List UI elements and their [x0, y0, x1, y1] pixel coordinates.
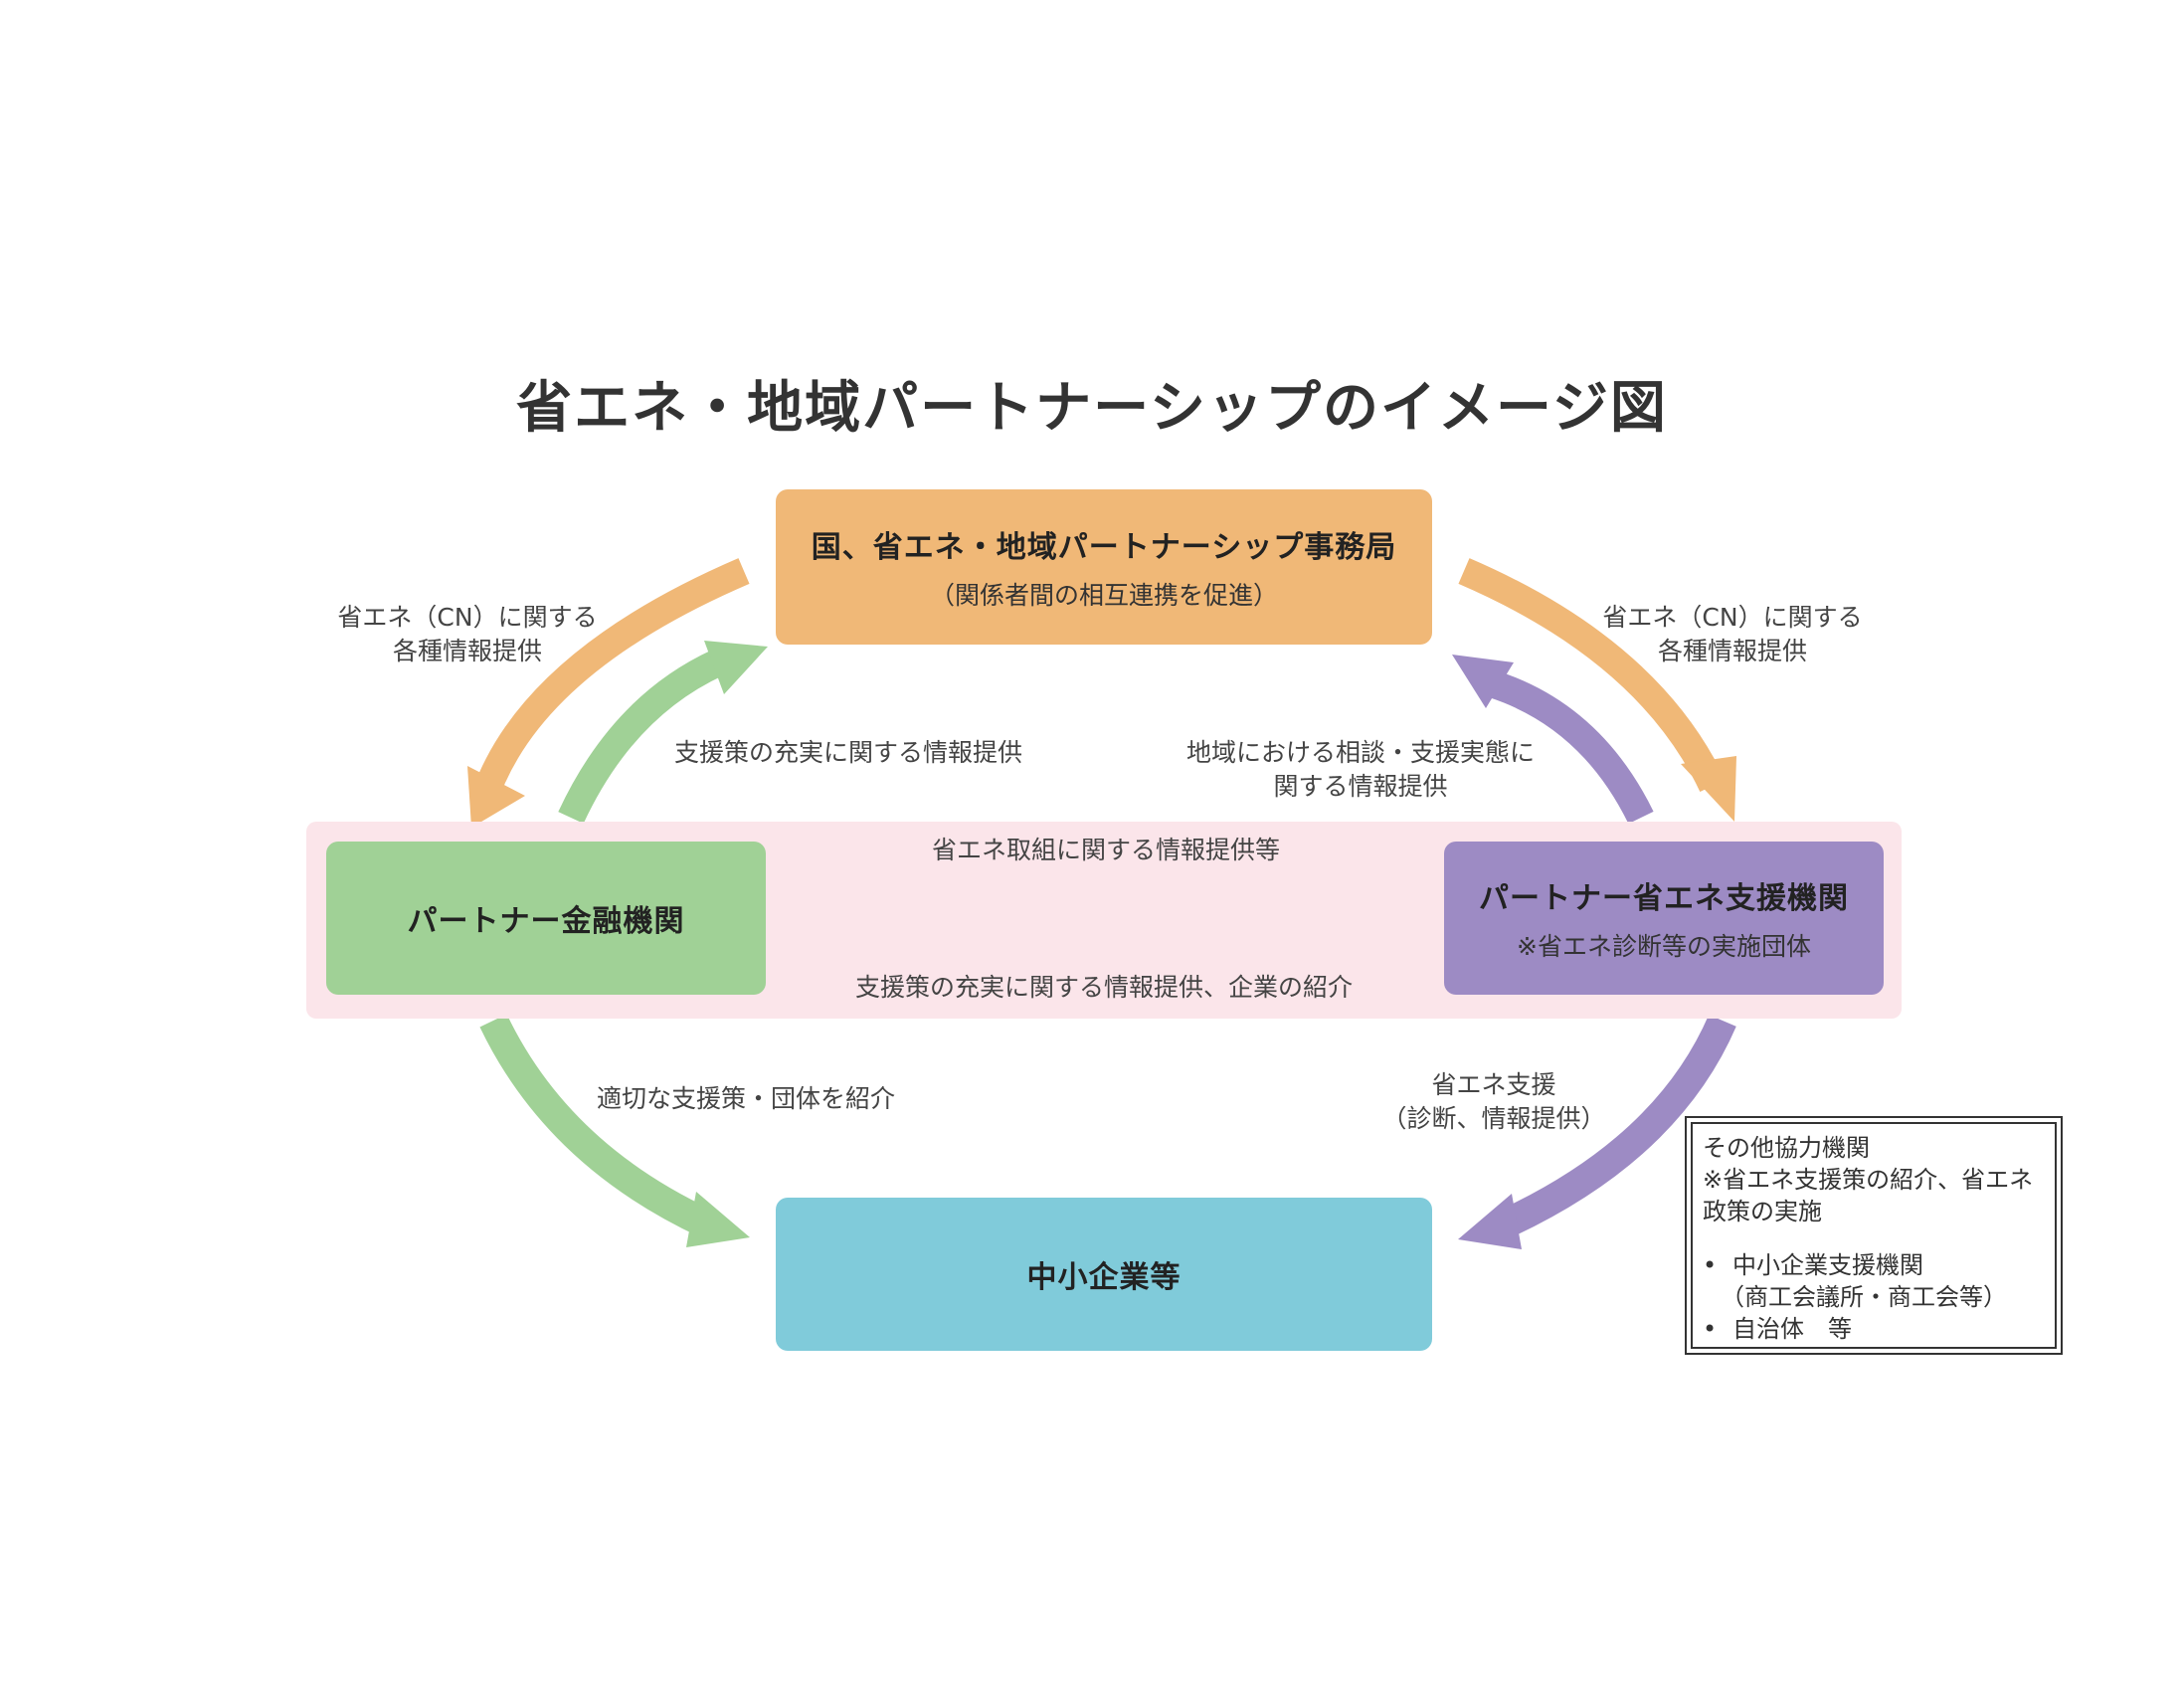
arrow-support-to-top [1489, 670, 1654, 825]
secretariat-title: 国、省エネ・地域パートナーシップ事務局 [811, 530, 1397, 565]
label-support-to-top-line1: 地域における相談・支援実態に [1185, 738, 1535, 767]
label-support-to-top: 地域における相談・支援実態に 関する情報提供 [1172, 736, 1549, 804]
arrow-support-to-top-head [1452, 655, 1514, 708]
label-finance-to-sme: 適切な支援策・団体を紹介 [597, 1084, 896, 1113]
other-organizations-item: • 中小企業支援機関 [1703, 1249, 2045, 1281]
secretariat-subtitle: （関係者間の相互連携を促進） [929, 581, 1278, 610]
arrow-finance-to-top [558, 650, 724, 824]
arrow-top-to-support-head [1681, 756, 1736, 822]
other-organizations-item-text: 自治体 等 [1732, 1315, 1852, 1343]
bullet-dot-icon: • [1703, 1251, 1718, 1279]
other-organizations-gap [1703, 1227, 2045, 1249]
partner-finance-title: パートナー金融機関 [407, 904, 685, 939]
other-organizations-item-sub: （商工会議所・商工会等） [1721, 1283, 2007, 1311]
label-support-to-top-line2: 関する情報提供 [1273, 772, 1448, 801]
other-organizations-item: • 自治体 等 [1703, 1313, 2045, 1345]
other-organizations-item-text: 中小企業支援機関 [1732, 1251, 1923, 1279]
partner-support-title: パートナー省エネ支援機関 [1479, 881, 1849, 916]
label-right-info-line2: 各種情報提供 [1657, 637, 1807, 665]
other-organizations-note-line2: 政策の実施 [1703, 1198, 1822, 1225]
label-right-info: 省エネ（CN）に関する 各種情報提供 [1593, 601, 1872, 668]
bullet-dot-icon: • [1703, 1315, 1718, 1343]
label-left-info-line2: 各種情報提供 [392, 637, 542, 665]
secretariat-box: 国、省エネ・地域パートナーシップ事務局 （関係者間の相互連携を促進） [776, 489, 1432, 645]
arrow-top-to-support [1458, 558, 1726, 792]
arrow-support-to-sme-head [1458, 1194, 1522, 1249]
arrow-support-to-sme [1495, 1014, 1736, 1239]
label-right-info-line1: 省エネ（CN）に関する [1602, 603, 1863, 632]
arrow-finance-to-sme [479, 1014, 713, 1237]
page-title: 省エネ・地域パートナーシップのイメージ図 [516, 376, 1668, 441]
arrow-finance-to-sme-head [686, 1192, 750, 1247]
label-left-info-line1: 省エネ（CN）に関する [337, 603, 598, 632]
label-finance-to-top: 支援策の充実に関する情報提供 [674, 738, 1023, 767]
other-organizations-title: その他協力機関 [1703, 1134, 1870, 1162]
other-organizations-box: その他協力機関 ※省エネ支援策の紹介、省エネ 政策の実施 • 中小企業支援機関 … [1685, 1116, 2063, 1355]
other-organizations-note-line1: ※省エネ支援策の紹介、省エネ [1703, 1166, 2034, 1194]
arrow-top-to-finance-head [467, 766, 525, 828]
arrow-top-to-finance [478, 558, 750, 786]
label-left-info: 省エネ（CN）に関する 各種情報提供 [328, 601, 607, 668]
label-finance-to-support: 支援策の充実に関する情報提供、企業の紹介 [854, 973, 1353, 1002]
arrow-finance-to-top-head [704, 641, 768, 694]
sme-title: 中小企業等 [1026, 1260, 1182, 1295]
label-support-to-sme: 省エネ支援 （診断、情報提供） [1374, 1068, 1613, 1136]
partner-finance-box: パートナー金融機関 [326, 842, 766, 995]
partner-support-subtitle: ※省エネ診断等の実施団体 [1517, 932, 1811, 961]
label-support-to-sme-line2: （診断、情報提供） [1381, 1104, 1606, 1133]
label-support-to-sme-line1: 省エネ支援 [1431, 1070, 1556, 1099]
other-organizations-inner: その他協力機関 ※省エネ支援策の紹介、省エネ 政策の実施 • 中小企業支援機関 … [1691, 1122, 2057, 1349]
label-support-to-finance: 省エネ取組に関する情報提供等 [931, 836, 1280, 864]
partner-support-box: パートナー省エネ支援機関 ※省エネ診断等の実施団体 [1444, 842, 1884, 995]
sme-box: 中小企業等 [776, 1198, 1432, 1351]
